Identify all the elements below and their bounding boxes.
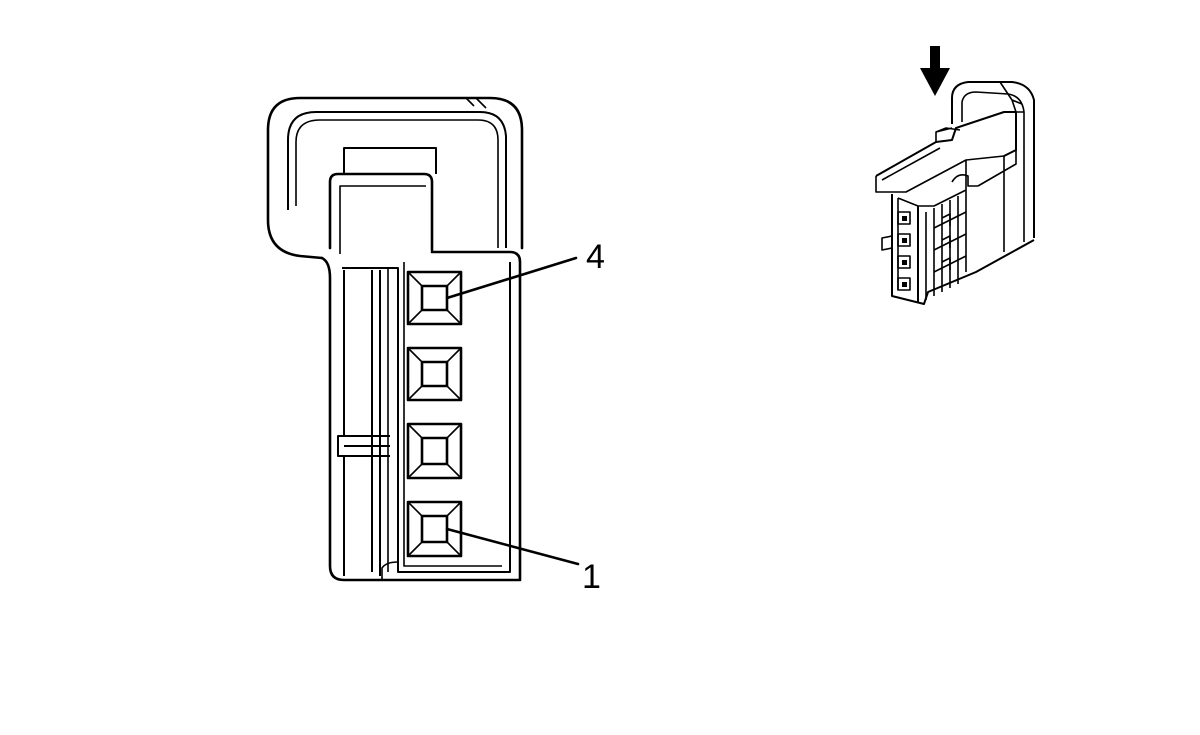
iso-top-ridge (881, 127, 961, 181)
housing-cavity-frame-3 (381, 561, 399, 580)
leader-line-pin-4 (445, 256, 578, 300)
iso-pin-windows (897, 211, 911, 291)
connector-isometric-view (875, 46, 1035, 305)
iso-front-face (891, 194, 1035, 305)
side-nub (337, 435, 390, 457)
latch-hood-inner (287, 111, 507, 248)
housing-rib-1 (371, 270, 381, 576)
pin-cavity-2 (406, 422, 463, 480)
latch-hood-edge (465, 97, 487, 109)
iso-side-cavities (925, 196, 967, 300)
iso-front-side-tab (881, 235, 893, 251)
iso-top-face (875, 111, 1017, 177)
pin-label-1: 1 (582, 558, 601, 596)
arrow-down-icon (920, 46, 950, 96)
iso-front-inner (897, 189, 967, 290)
iso-side-face (965, 150, 1017, 272)
leader-line-pin-1 (445, 527, 580, 566)
iso-top-face-2 (875, 155, 1005, 193)
connector-front-view: 4 1 (266, 96, 605, 596)
pin-cavity-1 (406, 500, 463, 558)
latch-tab-inner (339, 185, 426, 254)
pin-label-4: 4 (586, 238, 605, 276)
iso-latch-loop-edge (999, 81, 1024, 113)
latch-hood-inner-2 (295, 119, 499, 248)
housing-outline (320, 250, 522, 582)
iso-latch-loop (951, 81, 1035, 238)
latch-window (343, 147, 437, 174)
latch-tab (328, 172, 434, 252)
pin-cavity-4 (406, 270, 463, 326)
latch-hood-outer (266, 96, 524, 260)
housing-cavity-frame (342, 262, 511, 573)
iso-latch-loop-inner (961, 91, 1025, 242)
housing-cavity-frame-2 (403, 262, 502, 567)
pin-cavity-3 (406, 346, 463, 402)
iso-latch-hook (951, 174, 978, 187)
